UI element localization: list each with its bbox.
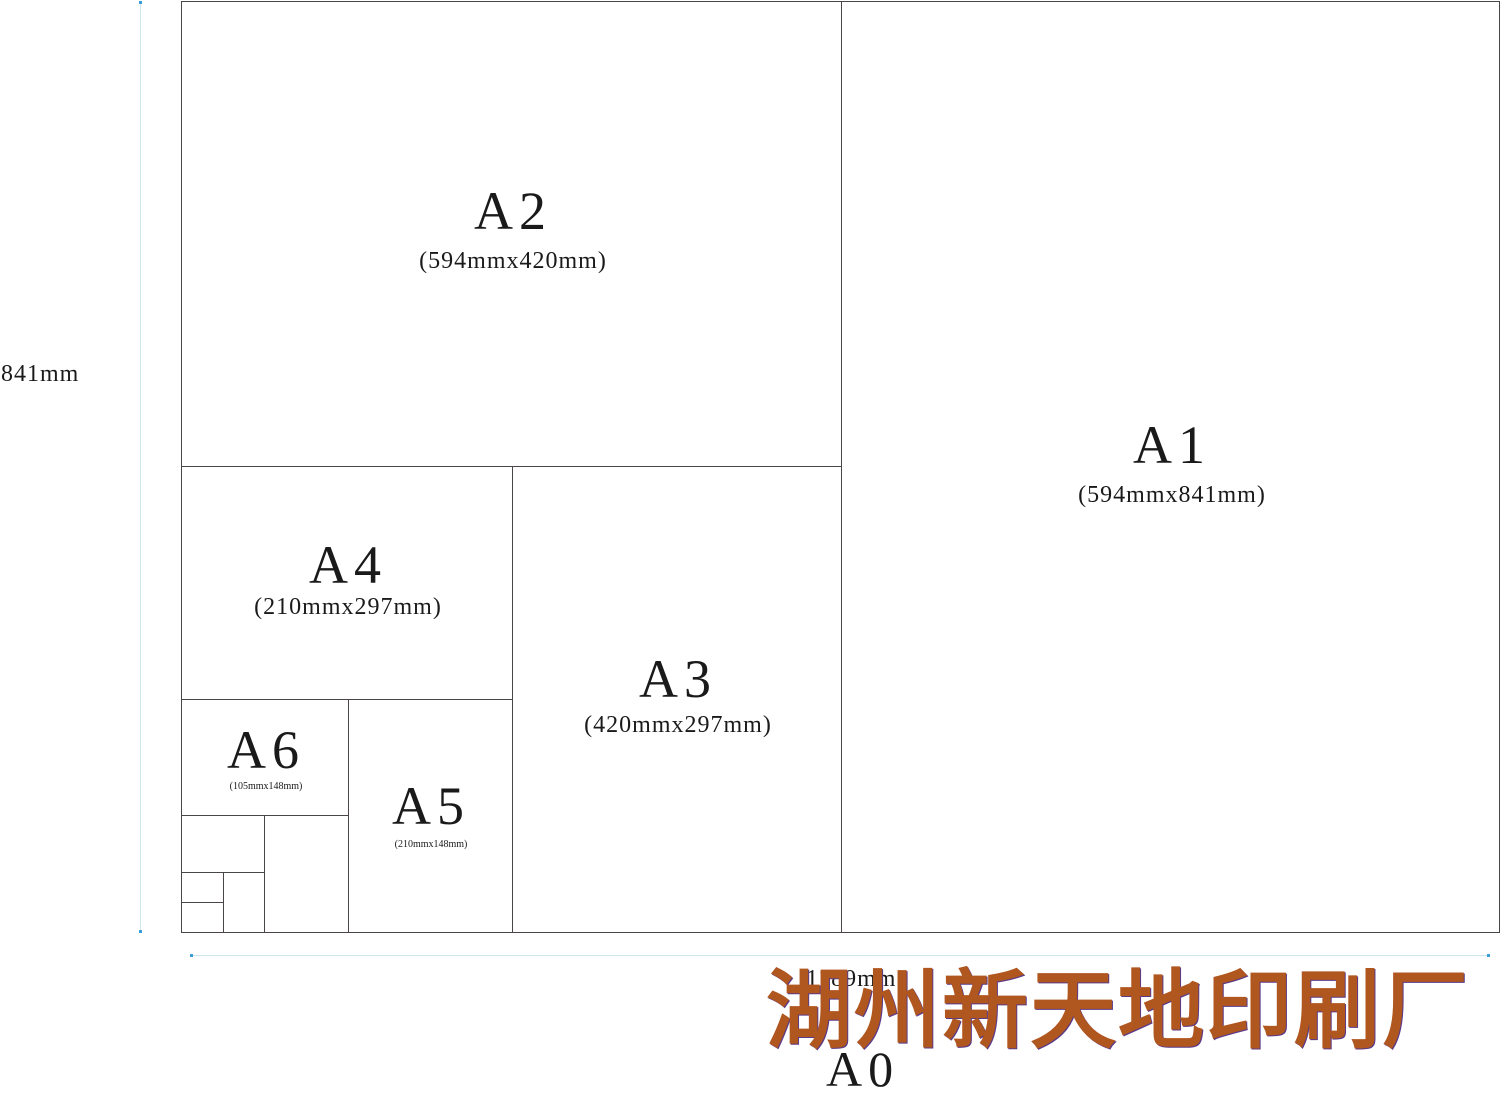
- sheet-a1-size: (594mmx841mm): [1078, 482, 1266, 508]
- divider-a3-a4: [512, 466, 513, 932]
- sheet-a4-name: A4: [309, 535, 387, 595]
- sheet-a3-label: A3 (420mmx297mm): [584, 652, 772, 738]
- dimension-tick-bottom: [139, 930, 142, 933]
- height-dimension-line: [140, 2, 141, 932]
- height-label: 841mm: [1, 361, 80, 387]
- sheet-a6-name: A6: [227, 720, 305, 780]
- divider-a2-a3: [181, 466, 841, 467]
- width-dimension-line: [191, 955, 1489, 956]
- sheet-a3-name: A3: [639, 649, 717, 709]
- sheet-a2-name: A2: [474, 181, 552, 241]
- dimension-tick-right: [1487, 954, 1490, 957]
- divider-a5-a6: [348, 699, 349, 932]
- divider-a10-a11: [181, 902, 223, 903]
- sheet-a5-name: A5: [392, 776, 470, 836]
- sheet-a6-size: (105mmx148mm): [229, 781, 303, 792]
- sheet-a3-size: (420mmx297mm): [584, 712, 772, 738]
- printer-brand-name: 湖州新天地印刷厂: [766, 960, 1470, 1061]
- divider-a8-a9: [181, 872, 264, 873]
- sheet-a6-label: A6 (105mmx148mm): [227, 723, 305, 792]
- sheet-a5-label: A5 (210mmx148mm): [392, 779, 470, 850]
- sheet-a1-name: A1: [1133, 415, 1211, 475]
- sheet-a5-size: (210mmx148mm): [394, 839, 468, 850]
- sheet-a4-size: (210mmx297mm): [254, 594, 442, 620]
- a0-label: A0: [826, 1041, 900, 1097]
- dimension-tick-top: [139, 1, 142, 4]
- divider-a1-a2: [841, 1, 842, 932]
- divider-a9-a10: [223, 872, 224, 932]
- dimension-tick-left: [190, 954, 193, 957]
- sheet-a1-label: A1 (594mmx841mm): [1078, 418, 1266, 508]
- sheet-a4-label: A4 (210mmx297mm): [254, 538, 442, 620]
- divider-a4-a5: [181, 699, 512, 700]
- divider-a7-a8: [264, 815, 265, 932]
- sheet-a2-size: (594mmx420mm): [419, 248, 607, 274]
- width-label: 1189mm: [806, 966, 897, 992]
- sheet-a2-label: A2 (594mmx420mm): [419, 184, 607, 274]
